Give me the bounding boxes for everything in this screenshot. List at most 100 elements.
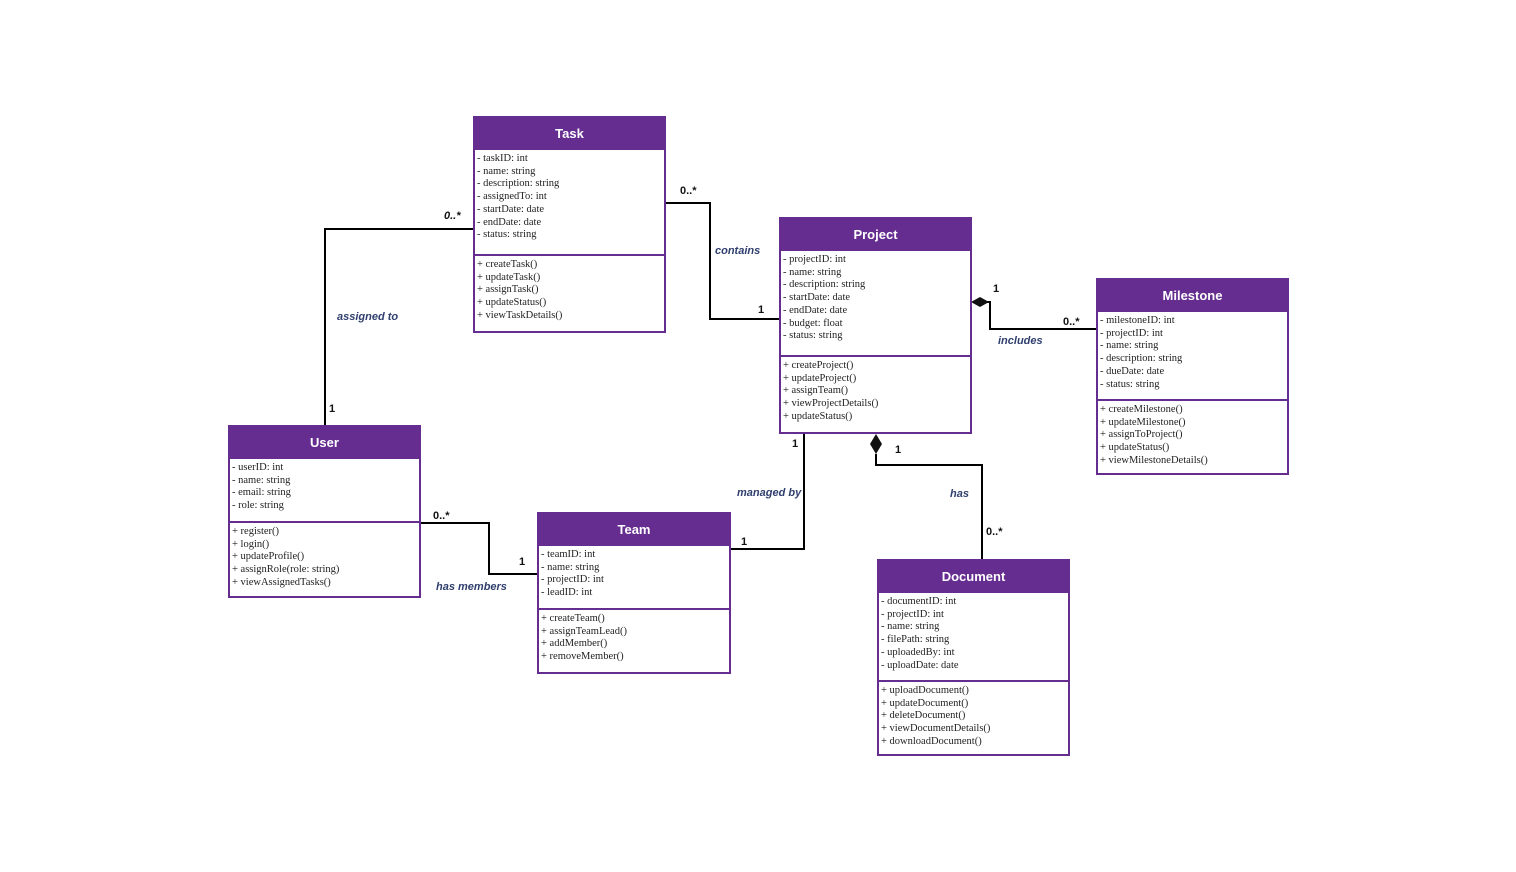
attribute: - taskID: int <box>477 153 528 164</box>
attribute: - projectID: int <box>1100 327 1163 339</box>
connector-task-project[interactable] <box>665 202 780 320</box>
class-team[interactable]: Team - teamID: int - name: string - proj… <box>537 512 731 674</box>
method: + viewProjectDetails() <box>783 398 879 410</box>
attribute: - name: string <box>1100 340 1159 352</box>
multiplicity-team-managed: 1 <box>741 536 748 548</box>
attribute: - milestoneID: int <box>1100 315 1175 326</box>
method: + assignRole(role: string) <box>232 564 340 576</box>
class-user-title: User <box>230 427 419 459</box>
class-user[interactable]: User - userID: int - name: string - emai… <box>228 425 421 598</box>
method: + createTask() <box>477 259 538 270</box>
attribute: - documentID: int <box>881 596 957 607</box>
method: + updateStatus() <box>477 297 547 309</box>
multiplicity-project-managed: 1 <box>792 438 799 450</box>
class-milestone[interactable]: Milestone - milestoneID: int - projectID… <box>1096 278 1289 475</box>
attribute: - dueDate: date <box>1100 365 1165 377</box>
method: + assignTeam() <box>783 385 848 397</box>
method: + createProject() <box>783 360 854 371</box>
association-label-assigned-to: assigned to <box>337 311 399 323</box>
class-task-methods: + createTask() + updateTask() + assignTa… <box>475 254 664 327</box>
multiplicity-user-members: 0..* <box>433 510 450 522</box>
association-label-includes: includes <box>998 335 1043 347</box>
class-project-methods: + createProject() + updateProject() + as… <box>781 355 970 428</box>
attribute: - endDate: date <box>477 216 542 228</box>
association-label-contains: contains <box>715 245 761 257</box>
class-team-attributes: - teamID: int - name: string - projectID… <box>539 546 729 608</box>
method: + assignTask() <box>477 284 539 296</box>
class-milestone-methods: + createMilestone() + updateMilestone() … <box>1098 399 1287 472</box>
method: + removeMember() <box>541 651 624 663</box>
multiplicity-milestone-includes: 0..* <box>1063 316 1080 328</box>
method: + login() <box>232 538 270 550</box>
attribute: - name: string <box>541 561 600 573</box>
class-project[interactable]: Project - projectID: int - name: string … <box>779 217 972 434</box>
class-document-methods: + uploadDocument() + updateDocument() + … <box>879 680 1068 753</box>
method: + updateProfile() <box>232 551 305 563</box>
composition-diamond-milestone <box>971 297 989 307</box>
attribute: - endDate: date <box>783 304 848 316</box>
class-task[interactable]: Task - taskID: int - name: string - desc… <box>473 116 666 333</box>
multiplicity-document-has: 0..* <box>986 526 1003 538</box>
attribute: - uploadedBy: int <box>881 646 955 658</box>
multiplicity-task-assigned: 0..* <box>444 210 461 222</box>
class-user-attributes: - userID: int - name: string - email: st… <box>230 459 419 521</box>
attribute: - name: string <box>783 266 842 278</box>
method: + addMember() <box>541 638 608 650</box>
method: + viewDocumentDetails() <box>881 723 991 735</box>
attribute: - startDate: date <box>477 203 545 215</box>
class-milestone-attributes: - milestoneID: int - projectID: int - na… <box>1098 312 1287 399</box>
method: + createMilestone() <box>1100 404 1183 415</box>
method: + deleteDocument() <box>881 710 966 722</box>
attribute: - startDate: date <box>783 292 851 304</box>
attribute: - status: string <box>1100 378 1160 390</box>
method: + downloadDocument() <box>881 735 982 747</box>
method: + createTeam() <box>541 613 605 624</box>
class-document-title: Document <box>879 561 1068 593</box>
attribute: - assignedTo: int <box>477 191 547 203</box>
attribute: - projectID: int <box>783 254 846 265</box>
method: + uploadDocument() <box>881 685 969 696</box>
method: + updateStatus() <box>783 410 853 422</box>
multiplicity-project-includes: 1 <box>993 283 1000 295</box>
attribute: - name: string <box>477 165 536 177</box>
attribute: - description: string <box>783 279 866 291</box>
class-user-methods: + register() + login() + updateProfile()… <box>230 521 419 594</box>
method: + updateProject() <box>783 372 857 384</box>
attribute: - name: string <box>881 621 940 633</box>
attribute: - description: string <box>1100 353 1183 365</box>
association-label-has-members: has members <box>436 581 507 593</box>
class-milestone-title: Milestone <box>1098 280 1287 312</box>
multiplicity-team-members: 1 <box>519 556 526 568</box>
attribute: - uploadDate: date <box>881 659 959 671</box>
composition-diamond-document <box>870 434 882 454</box>
multiplicity-project-contains: 1 <box>758 304 765 316</box>
attribute: - projectID: int <box>541 574 604 586</box>
class-document[interactable]: Document - documentID: int - projectID: … <box>877 559 1070 756</box>
method: + viewTaskDetails() <box>477 309 563 321</box>
attribute: - status: string <box>477 229 537 241</box>
connector-project-document[interactable] <box>875 454 983 559</box>
attribute: - projectID: int <box>881 608 944 620</box>
attribute: - filePath: string <box>881 634 950 646</box>
class-task-title: Task <box>475 118 664 150</box>
association-label-has: has <box>950 488 969 500</box>
method: + register() <box>232 526 280 537</box>
method: + updateDocument() <box>881 697 969 709</box>
method: + viewAssignedTasks() <box>232 576 331 588</box>
attribute: - status: string <box>783 330 843 342</box>
connector-user-team[interactable] <box>420 522 538 575</box>
class-team-methods: + createTeam() + assignTeamLead() + addM… <box>539 608 729 668</box>
multiplicity-user-assigned: 1 <box>329 403 336 415</box>
method: + updateMilestone() <box>1100 416 1186 428</box>
method: + assignTeamLead() <box>541 625 627 637</box>
attribute: - budget: float <box>783 317 843 329</box>
multiplicity-project-has: 1 <box>895 444 902 456</box>
attribute: - role: string <box>232 500 284 512</box>
method: + viewMilestoneDetails() <box>1100 454 1208 466</box>
attribute: - leadID: int <box>541 587 593 599</box>
multiplicity-task-contains: 0..* <box>680 185 697 197</box>
connector-user-task[interactable] <box>324 228 474 426</box>
attribute: - name: string <box>232 474 291 486</box>
connector-project-team[interactable] <box>730 433 805 550</box>
